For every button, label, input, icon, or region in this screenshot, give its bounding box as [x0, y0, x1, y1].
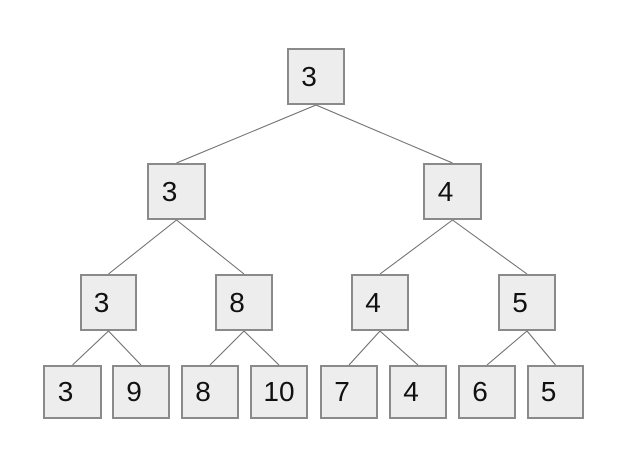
- tree-node-label: 3: [301, 60, 317, 92]
- tree-node-label: 8: [229, 286, 245, 318]
- tree-edge: [379, 330, 419, 366]
- tree-edge: [108, 219, 177, 275]
- tree-edge: [72, 330, 109, 366]
- tree-node-n6: 4: [351, 274, 409, 331]
- tree-node-label: 3: [57, 376, 74, 407]
- tree-node-n8: 3: [43, 365, 102, 419]
- tree-node-label: 6: [472, 376, 488, 407]
- tree-node-label: 3: [161, 175, 178, 207]
- tree-node-label: 5: [512, 286, 528, 318]
- tree-node-label: 8: [195, 376, 211, 407]
- tree-edge: [176, 104, 317, 164]
- tree-node-n3: 4: [423, 163, 482, 220]
- tree-node-label: 7: [334, 376, 350, 407]
- tree-edge: [486, 330, 528, 366]
- tree-node-n10: 8: [181, 365, 239, 419]
- tree-edge: [348, 330, 381, 366]
- tree-edge: [526, 330, 556, 366]
- tree-edge: [452, 219, 528, 275]
- tree-node-label: 5: [540, 376, 557, 407]
- tree-node-n1: 3: [287, 48, 345, 105]
- tree-node-n11: 10: [250, 365, 308, 419]
- tree-node-n15: 5: [527, 365, 584, 419]
- tree-edge: [243, 330, 280, 366]
- tree-edge: [209, 330, 245, 366]
- tree-node-n7: 5: [498, 274, 556, 331]
- tree-node-n13: 4: [389, 365, 447, 419]
- tree-node-label: 10: [263, 376, 295, 407]
- tree-node-n4: 3: [80, 274, 137, 331]
- tree-node-label: 9: [126, 376, 142, 407]
- tree-node-label: 4: [437, 175, 454, 207]
- tree-edge: [108, 330, 142, 366]
- tree-edge: [176, 219, 245, 275]
- tree-node-n2: 3: [147, 163, 206, 220]
- tree-node-label: 4: [365, 286, 381, 318]
- tree-edge: [379, 219, 453, 275]
- tree-node-n5: 8: [215, 274, 273, 331]
- tree-node-n9: 9: [112, 365, 170, 419]
- tree-edge: [315, 104, 453, 164]
- tree-node-n14: 6: [458, 365, 516, 419]
- tree-node-label: 4: [403, 376, 419, 407]
- tree-node-label: 3: [93, 286, 110, 318]
- tree-node-n12: 7: [320, 365, 378, 419]
